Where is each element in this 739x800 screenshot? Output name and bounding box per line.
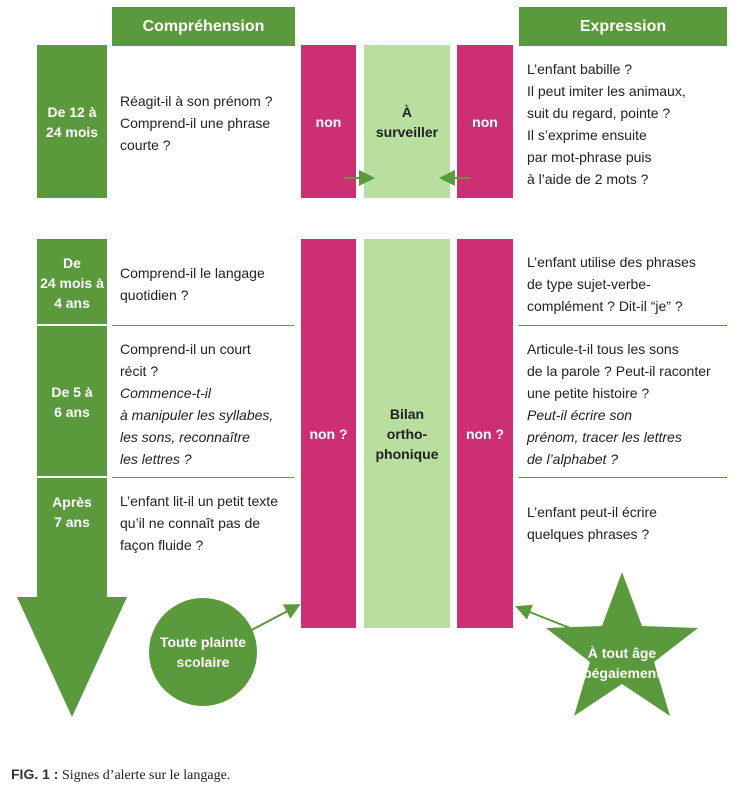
row-divider: [519, 477, 727, 478]
text-line: les lettres ?: [120, 451, 192, 467]
expression-12-24-months: L’enfant babille ? Il peut imiter les an…: [527, 58, 732, 190]
top-left-non-box: non: [301, 45, 356, 198]
age-box-5-6-years: De 5 à 6 ans: [37, 327, 107, 477]
text-line: L’enfant lit-il un petit texte: [120, 493, 278, 509]
text-line: qu’il ne connaît pas de: [120, 515, 261, 531]
text-line: surveiller: [375, 123, 439, 140]
text-line: Comprend-il un court: [120, 341, 251, 357]
bottom-right-non-box: non ?: [457, 239, 513, 628]
header-expression: Expression: [519, 7, 727, 46]
text-line: Comprend-il le langage: [120, 265, 265, 281]
figure-caption-label: FIG. 1 :: [11, 766, 59, 782]
header-comprehension: Compréhension: [112, 7, 295, 46]
text-line: complément ? Dit-il “je” ?: [527, 298, 683, 314]
expression-after-7-years: L’enfant peut-il écrire quelques phrases…: [527, 501, 732, 545]
comprehension-5-6-years: Comprend-il un court récit ? Commence-t-…: [120, 338, 300, 470]
star-badge-label: À tout âge bégaiement: [572, 643, 672, 683]
row-divider: [112, 325, 294, 326]
non-label: non ?: [465, 425, 505, 442]
header-comprehension-label: Compréhension: [142, 17, 265, 35]
top-right-non-box: non: [457, 45, 513, 198]
text-line: À: [401, 103, 413, 120]
a-surveiller-box: À surveiller: [364, 45, 450, 198]
text-line: scolaire: [176, 654, 230, 670]
text-line: Commence-t-il: [120, 385, 212, 401]
comprehension-12-24-months: Réagit-il à son prénom ? Comprend-il une…: [120, 90, 300, 156]
circle-badge-label: Toute plainte scolaire: [149, 632, 257, 672]
text-line: prénom, tracer les lettres: [527, 429, 682, 445]
age-line: De 5 à: [51, 384, 93, 400]
text-line: phonique: [375, 445, 439, 462]
comprehension-after-7-years: L’enfant lit-il un petit texte qu’il ne …: [120, 490, 300, 556]
non-label: non: [315, 113, 342, 130]
text-line: L’enfant peut-il écrire: [527, 504, 657, 520]
text-line: suit du regard, pointe ?: [527, 105, 671, 121]
text-line: Toute plainte: [159, 634, 247, 650]
bottom-left-non-box: non ?: [301, 239, 356, 628]
text-line: quelques phrases ?: [527, 526, 650, 542]
text-line: Bilan: [389, 405, 425, 422]
expression-5-6-years: Articule-t-il tous les sons de la parole…: [527, 338, 737, 470]
text-line: Il s’exprime ensuite: [527, 127, 647, 143]
expression-24-months-4-years: L’enfant utilise des phrases de type suj…: [527, 251, 732, 317]
text-line: par mot-phrase puis: [527, 149, 652, 165]
age-line: 4 ans: [54, 294, 90, 311]
text-line: les sons, reconnaître: [120, 429, 250, 445]
text-line: Articule-t-il tous les sons: [527, 341, 679, 357]
age-box-12-24-months: De 12 à 24 mois: [37, 45, 107, 198]
text-line: quotidien ?: [120, 287, 189, 303]
age-line: De 12 à: [47, 103, 97, 120]
age-line: 24 mois: [45, 123, 99, 140]
non-label: non: [472, 113, 498, 130]
age-line: Après: [52, 494, 92, 510]
age-line: 7 ans: [54, 514, 90, 530]
text-line: récit ?: [120, 363, 159, 379]
age-line: 6 ans: [54, 404, 90, 420]
text-line: de l’alphabet ?: [527, 451, 619, 467]
text-line: courte ?: [120, 137, 171, 153]
text-line: à l’aide de 2 mots ?: [527, 171, 649, 187]
row-divider: [112, 477, 294, 478]
header-expression-label: Expression: [579, 17, 667, 35]
text-line: L’enfant babille ?: [527, 61, 633, 77]
non-label: non ?: [309, 425, 348, 442]
figure-caption: FIG. 1 : Signes d’alerte sur le langage.: [11, 766, 511, 784]
text-line: façon fluide ?: [120, 537, 204, 553]
bilan-orthophonique-box: Bilan ortho- phonique: [364, 239, 450, 628]
age-box-24-months-4-years: De 24 mois à 4 ans: [37, 240, 107, 325]
text-line: Réagit-il à son prénom ?: [120, 93, 273, 109]
text-line: une petite histoire ?: [527, 385, 650, 401]
text-line: bégaiement: [583, 665, 661, 681]
text-line: Il peut imiter les animaux,: [527, 83, 686, 99]
age-line: 24 mois à: [40, 274, 104, 291]
text-line: de la parole ? Peut-il raconter: [527, 363, 711, 379]
text-line: à manipuler les syllabes,: [120, 407, 274, 423]
text-line: ortho-: [386, 425, 428, 442]
text-line: L’enfant utilise des phrases: [527, 254, 696, 270]
comprehension-24-months-4-years: Comprend-il le langage quotidien ?: [120, 262, 300, 306]
age-line: De: [63, 254, 81, 271]
row-divider: [519, 325, 727, 326]
age-box-after-7-years: Après 7 ans: [37, 492, 107, 552]
figure-caption-text: Signes d’alerte sur le langage.: [58, 768, 231, 783]
text-line: Peut-il écrire son: [527, 407, 633, 423]
text-line: Comprend-il une phrase: [120, 115, 271, 131]
text-line: de type sujet-verbe-: [527, 276, 651, 292]
text-line: À tout âge: [587, 645, 657, 661]
